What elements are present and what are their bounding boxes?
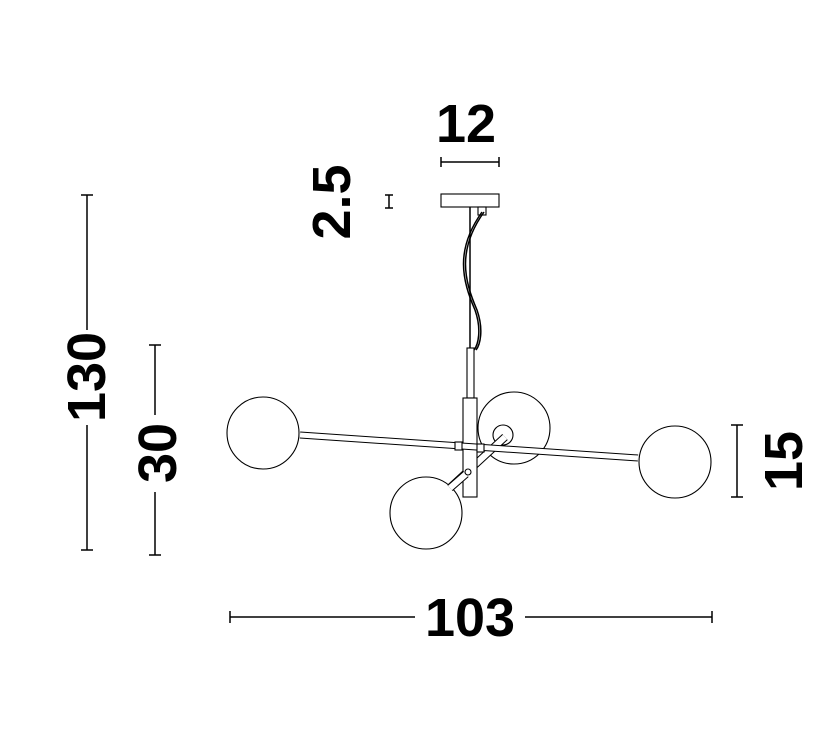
total-height-label: 130 <box>57 332 117 422</box>
globe-right <box>638 425 712 499</box>
dim-globe-diameter: 15 <box>731 424 814 498</box>
globe-front <box>389 476 463 550</box>
dim-total-height: 130 <box>57 194 117 551</box>
upper-tube <box>466 347 475 399</box>
dim-total-width: 103 <box>229 588 713 648</box>
canopy-width-label: 12 <box>436 94 496 154</box>
lamp-illustration <box>226 193 712 550</box>
globe-diameter-label: 15 <box>754 431 814 491</box>
canopy <box>440 193 500 208</box>
body-height-label: 30 <box>128 423 188 483</box>
dim-canopy-width: 12 <box>436 94 500 167</box>
canopy-height-label: 2.5 <box>302 164 362 239</box>
globe-left <box>226 396 300 470</box>
dim-canopy-height: 2.5 <box>302 164 393 240</box>
total-width-label: 103 <box>425 588 515 648</box>
dim-body-height: 30 <box>128 344 188 556</box>
